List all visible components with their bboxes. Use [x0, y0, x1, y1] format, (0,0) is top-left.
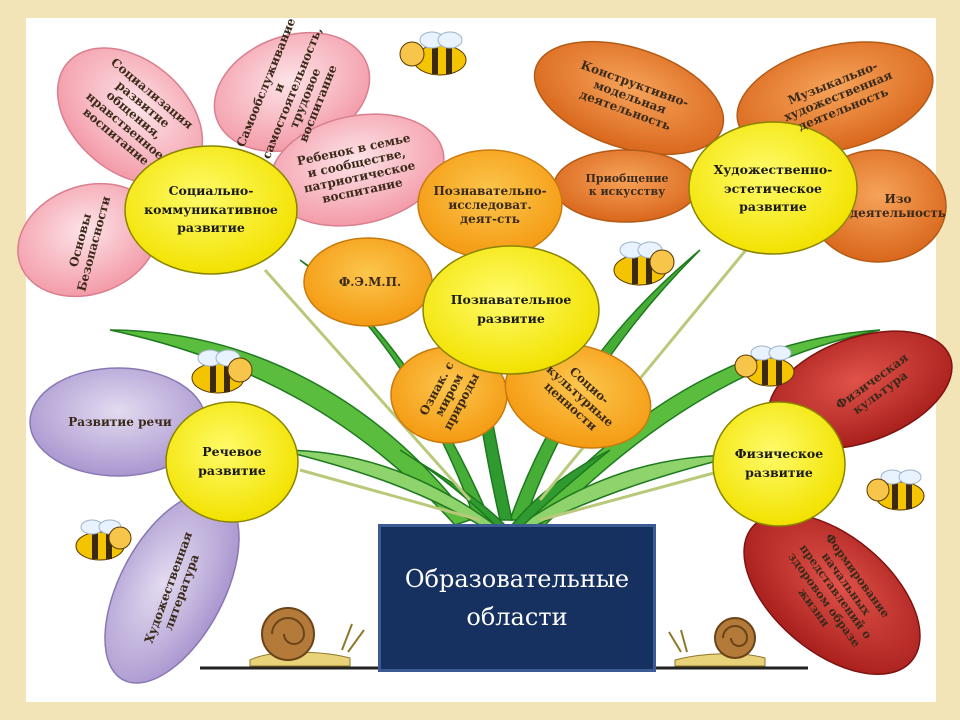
- petal-label-izo: Изо деятельность: [850, 191, 946, 220]
- snail-icon-left: [249, 607, 365, 667]
- center-physical: [712, 401, 846, 527]
- petal-label-research: Познавательно-исследоват. деят-сть: [433, 183, 547, 227]
- center-label-social: Социально-коммуникативное развитие: [144, 182, 278, 236]
- title-pot: Образовательные области: [378, 524, 656, 672]
- flower-centers: [124, 121, 858, 527]
- center-art: [688, 121, 858, 255]
- snail-icon-right: [668, 617, 766, 667]
- social-petals: [17, 31, 445, 298]
- center-label-speech: Речевое развитие: [198, 444, 266, 478]
- title-line-2: области: [466, 603, 568, 631]
- bee-icon-6: [866, 469, 925, 511]
- center-speech: [165, 401, 299, 523]
- petal-label-femp: Ф.Э.М.П.: [338, 274, 402, 289]
- bee-icon-4: [734, 345, 795, 387]
- center-label-cognitive: Познавательное развитие: [450, 292, 572, 326]
- bee-icon-2: [613, 241, 675, 286]
- center-label-physical: Физическое развитие: [734, 446, 824, 480]
- title-line-1: Образовательные: [404, 564, 630, 593]
- center-label-art: Художественно-эстетическое развитие: [713, 161, 833, 215]
- bee-icon-5: [75, 519, 132, 561]
- stems: [263, 244, 752, 522]
- speech-petals: [29, 367, 240, 684]
- bee-icon-1: [399, 31, 467, 76]
- petal-label-speech: Развитие речи: [68, 414, 172, 429]
- petal-health: [743, 512, 921, 676]
- petal-constructive: [533, 40, 725, 156]
- bee-icon-3: [191, 349, 253, 394]
- center-cognitive: [422, 245, 600, 375]
- center-social: [124, 145, 298, 275]
- petal-label-arts: Приобщение к искусству: [585, 172, 669, 198]
